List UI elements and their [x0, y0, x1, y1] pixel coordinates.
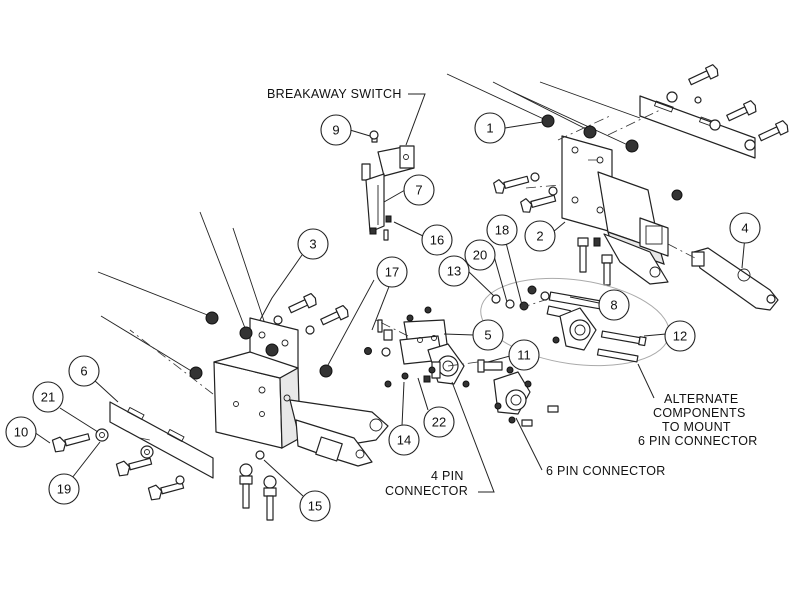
svg-text:17: 17	[385, 265, 399, 280]
label-6-pin-connector: 6 PIN CONNECTOR	[546, 464, 666, 478]
balloon-16: 16	[421, 224, 453, 256]
balloon-9: 9	[320, 114, 352, 146]
alternate-components-assembly	[480, 277, 670, 367]
label-alternate-line3: TO MOUNT	[662, 420, 731, 434]
label-alternate-line4: 6 PIN CONNECTOR	[638, 434, 758, 448]
svg-text:18: 18	[495, 223, 509, 238]
svg-text:13: 13	[447, 264, 461, 279]
balloon-22: 22	[423, 406, 455, 438]
balloon-2: 2	[524, 220, 556, 252]
part-balloons: 1 2 3 4 5 6 7 8 9 10 11 12 13 14 15 16 1…	[5, 112, 761, 522]
leader-lines	[33, 93, 746, 497]
label-4-pin-line1: 4 PIN	[431, 469, 464, 483]
svg-text:19: 19	[57, 482, 71, 497]
balloon-12: 12	[664, 320, 696, 352]
svg-text:21: 21	[41, 390, 55, 405]
balloon-8: 8	[598, 289, 630, 321]
svg-text:7: 7	[415, 183, 422, 198]
balloon-21: 21	[32, 381, 64, 413]
balloon-11: 11	[508, 339, 540, 371]
hardware-right	[493, 64, 789, 286]
balloon-18: 18	[486, 214, 518, 246]
svg-text:2: 2	[536, 229, 543, 244]
svg-text:4: 4	[741, 221, 748, 236]
center-lines	[129, 109, 696, 441]
balloon-10: 10	[5, 416, 37, 448]
breakaway-switch-assembly	[361, 130, 415, 241]
balloon-14: 14	[388, 424, 420, 456]
label-4-pin-line2: CONNECTOR	[385, 484, 468, 498]
wire-lines	[97, 73, 641, 373]
svg-text:20: 20	[473, 248, 487, 263]
svg-text:15: 15	[308, 499, 322, 514]
svg-text:8: 8	[610, 298, 617, 313]
clevis-part-4	[691, 247, 779, 311]
label-breakaway-switch: BREAKAWAY SWITCH	[267, 87, 402, 101]
svg-text:11: 11	[517, 348, 531, 363]
receiver-assembly-right	[561, 95, 756, 285]
balloon-7: 7	[403, 174, 435, 206]
balloon-3: 3	[297, 228, 329, 260]
label-alternate-line2: COMPONENTS	[653, 406, 746, 420]
svg-text:10: 10	[14, 425, 28, 440]
receiver-assembly-left	[51, 292, 389, 521]
callout-labels: BREAKAWAY SWITCH 4 PIN CONNECTOR 6 PIN C…	[267, 87, 758, 498]
balloon-1: 1	[474, 112, 506, 144]
balloon-4: 4	[729, 212, 761, 244]
balloon-17: 17	[376, 256, 408, 288]
svg-text:9: 9	[332, 123, 339, 138]
balloon-20: 20	[464, 239, 496, 271]
label-alternate-line1: ALTERNATE	[664, 392, 738, 406]
svg-text:12: 12	[673, 329, 687, 344]
svg-text:1: 1	[486, 121, 493, 136]
svg-text:6: 6	[80, 364, 87, 379]
balloon-6: 6	[68, 355, 100, 387]
balloon-15: 15	[299, 490, 331, 522]
balloon-5: 5	[472, 319, 504, 351]
balloon-13: 13	[438, 255, 470, 287]
svg-text:3: 3	[309, 237, 316, 252]
four-pin-connector-assembly	[364, 306, 470, 388]
svg-text:16: 16	[430, 233, 444, 248]
svg-text:14: 14	[397, 433, 411, 448]
six-pin-connector-assembly	[477, 359, 559, 427]
svg-text:5: 5	[484, 328, 491, 343]
balloon-19: 19	[48, 473, 80, 505]
svg-text:22: 22	[432, 415, 446, 430]
